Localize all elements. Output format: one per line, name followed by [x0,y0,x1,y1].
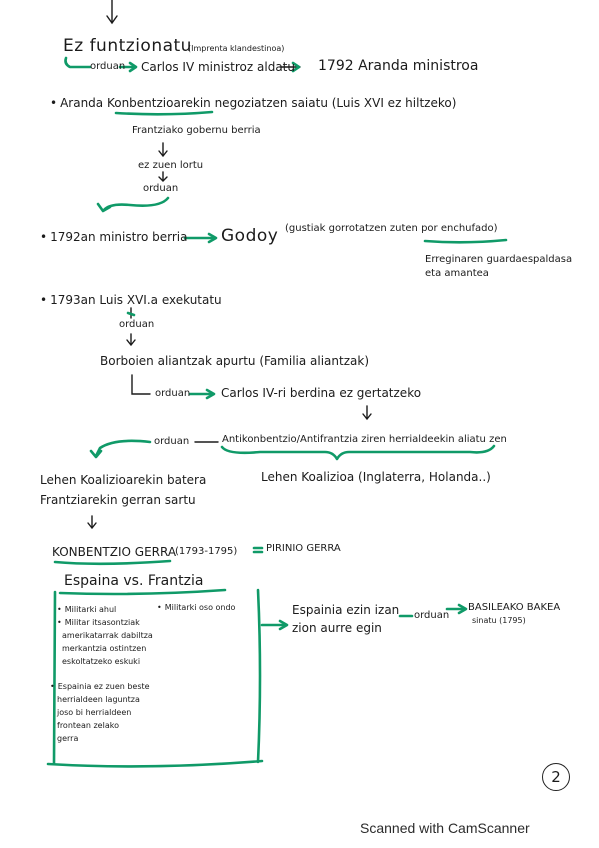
camscanner-footer: Scanned with CamScanner [360,820,530,836]
konbentzio-years: (1793-1795) [175,546,238,557]
right-bullet-1: Militarki oso ondo [157,603,236,612]
page-number: 2 [542,763,570,791]
luis-exekutatu: 1793an Luis XVI.a exekutatu [40,293,222,307]
left-bullet-3-l3: joso bi herrialdeen [57,708,132,717]
left-bullet-3-l5: gerra [57,734,79,743]
basileako-bakea: BASILEAKO BAKEA [468,602,561,613]
orduan-1: orduan [90,61,126,72]
ez-funtzionatu: Ez funtzionatu [63,36,192,56]
orduan-5: orduan [154,436,190,447]
espaina-vs-frantzia: Espaina vs. Frantzia [64,573,204,589]
orduan-2: orduan [143,183,179,194]
ez-zuen-lortu: ez zuen lortu [138,160,204,171]
godoy-note: (gustiak gorrotatzen zuten por enchufado… [285,223,498,234]
aranda-ministroa: 1792 Aranda ministroa [318,58,479,74]
espainia-ezin-2: zion aurre egin [292,621,382,635]
antikonbentzio: Antikonbentzio/Antifrantzia ziren herria… [222,434,507,445]
lehen-koalizioarekin: Lehen Koalizioarekin batera [40,473,207,487]
orduan-6: orduan [414,610,450,621]
orduan-3: orduan [119,319,155,330]
konbentzio-gerra: KONBENTZIO GERRA [52,545,177,559]
orduan-4: orduan [155,388,191,399]
frantzia-gobernu: Frantziako gobernu berria [132,125,261,136]
ministro-berria: 1792an ministro berria [40,230,187,244]
frantziarekin-gerran: Frantziarekin gerran sartu [40,493,196,507]
lehen-koalizioa: Lehen Koalizioa (Inglaterra, Holanda..) [261,470,491,484]
pirinio-gerra: PIRINIO GERRA [266,543,341,554]
left-bullet-3-l1: Espainia ez zuen beste [50,682,150,691]
sinatu-1795: sinatu (1795) [472,616,526,625]
erregina-line1: Erreginaren guardaespaldasa [425,254,573,265]
left-bullet-2-l4: eskoltatzeko eskuki [62,657,141,666]
godoy: Godoy [221,226,279,246]
imprenta-note: (Imprenta klandestinoa) [188,44,285,53]
left-bullet-1: Militarki ahul [57,605,117,614]
borboien-aliantzak: Borboien aliantzak apurtu (Familia alian… [100,354,370,368]
left-bullet-3-l4: frontean zelako [57,721,119,730]
aranda-negoziatzen: Aranda Konbentzioarekin negoziatzen saia… [50,96,456,110]
highlight-arrow-orduan1 [64,56,92,69]
carlos-ministroz: Carlos IV ministroz aldatu [141,60,295,74]
erregina-line2: eta amantea [425,268,489,279]
espainia-ezin-1: Espainia ezin izan [292,603,400,617]
left-bullet-2-l2: amerikatarrak dabiltza [62,631,153,640]
carlos-berdina: Carlos IV-ri berdina ez gertatzeko [221,386,422,400]
left-bullet-2-l3: merkantzia ostintzen [62,644,147,653]
left-bullet-3-l2: herrialdeen laguntza [57,695,140,704]
left-bullet-2-l1: Militar itsasontziak [57,618,140,627]
